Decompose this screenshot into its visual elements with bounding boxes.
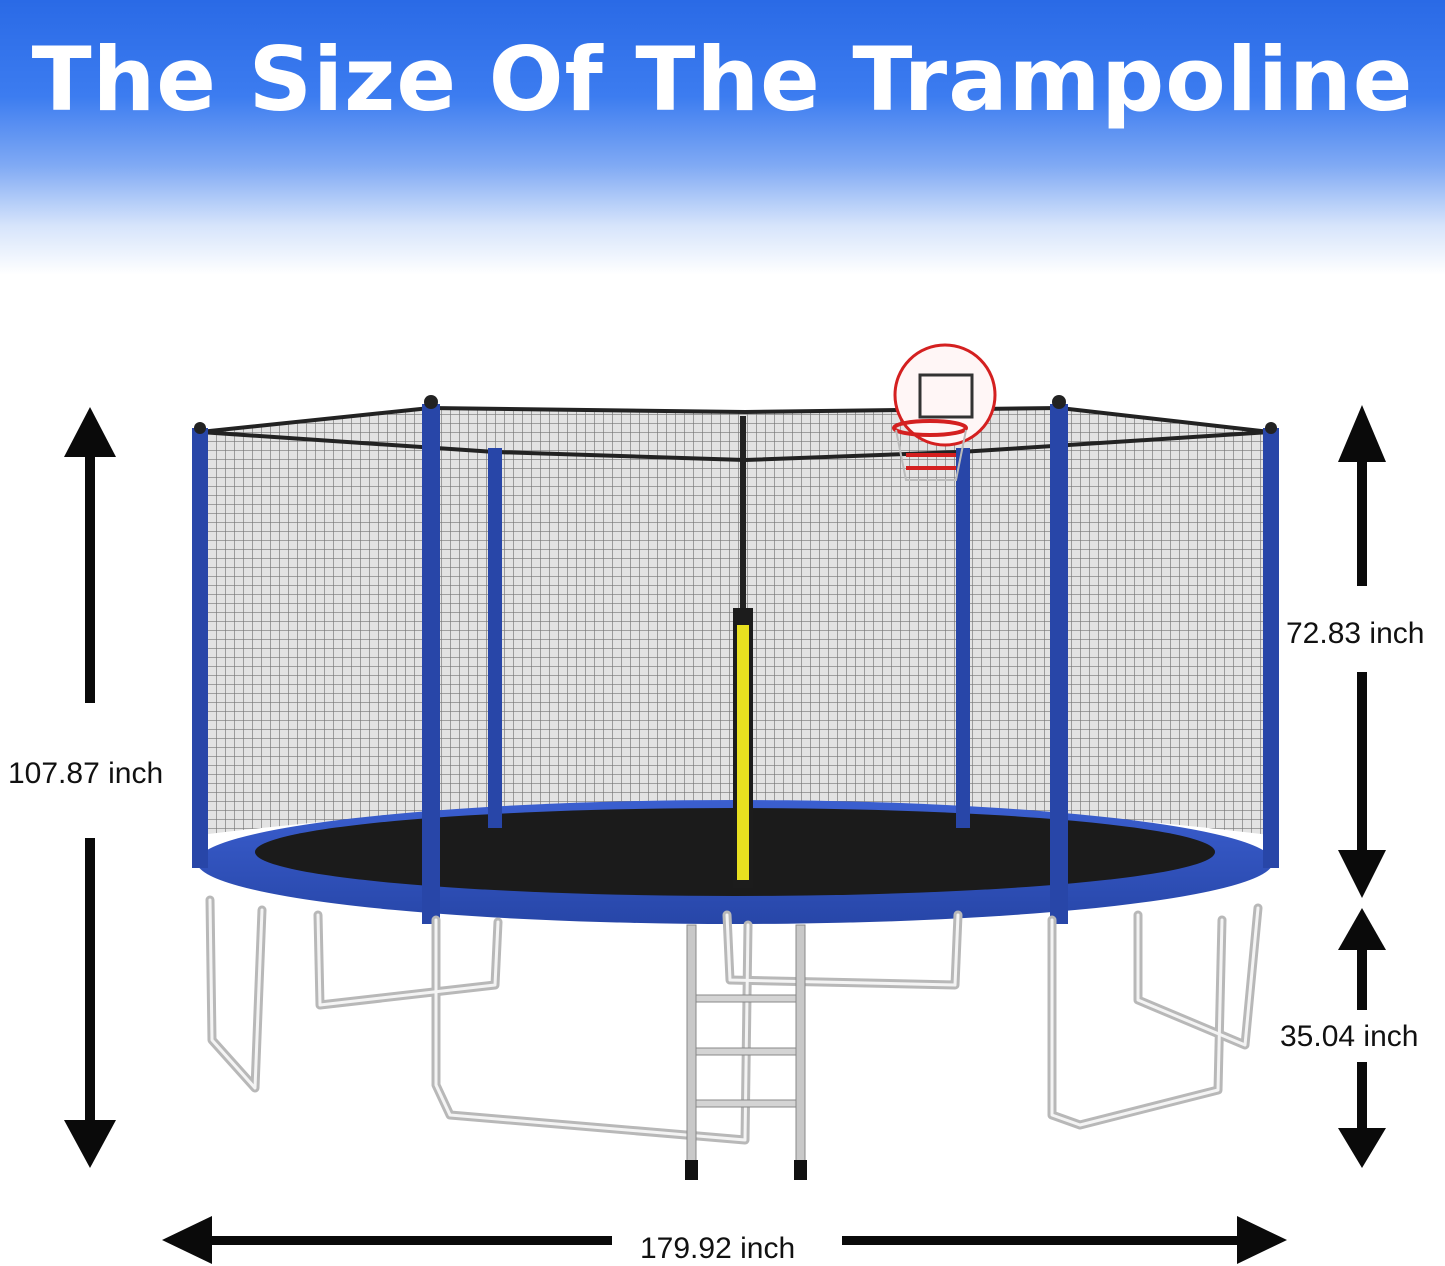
diameter-label: 179.92 inch	[640, 1232, 796, 1265]
ladder	[685, 924, 807, 1180]
back-poles	[488, 448, 970, 828]
net-height-arrow	[1338, 405, 1386, 898]
front-poles	[192, 395, 1279, 924]
diameter-arrow	[162, 1216, 1287, 1264]
total-height-label: 107.87 inch	[8, 757, 164, 790]
frame-height-arrow	[1338, 908, 1386, 1168]
total-height-arrow	[64, 407, 116, 1168]
zipper-entrance	[733, 416, 753, 888]
basketball-hoop	[892, 343, 997, 481]
trampoline-legs-highlight	[208, 898, 1260, 1142]
frame-height-label: 35.04 inch	[1280, 1020, 1419, 1053]
banner-title: The Size Of The Trampoline	[31, 28, 1414, 131]
net-height-label: 72.83 inch	[1286, 617, 1425, 650]
title-banner: The Size Of The Trampoline	[0, 0, 1445, 275]
